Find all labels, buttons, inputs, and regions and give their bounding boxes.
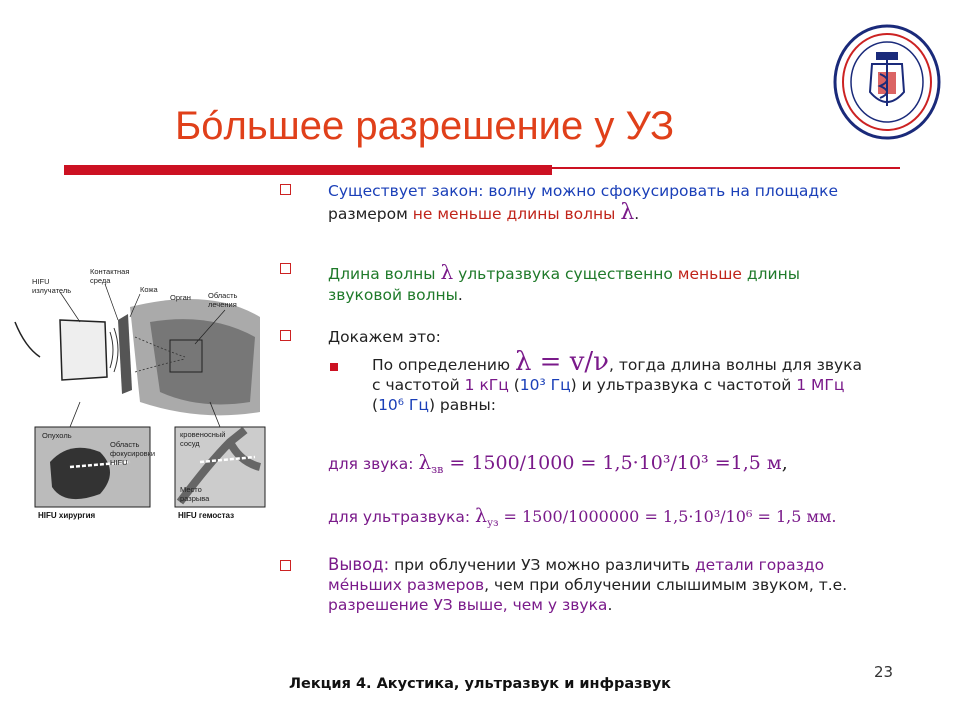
label-rupture-2: разрыва: [180, 494, 210, 503]
caption-hifu-hemostasis: HIFU гемостаз: [178, 511, 234, 520]
bullet-law: Существует закон: волну можно сфокусиров…: [328, 182, 839, 225]
bullet-marker: [280, 330, 291, 341]
bullet-wavelength: Длина волны λ ультразвука существенно ме…: [328, 260, 800, 305]
label-area: Область: [208, 291, 238, 300]
lecture-footer: Лекция 4. Акустика, ультразвук и инфразв…: [288, 676, 672, 692]
label-tumor: Опухоль: [42, 431, 72, 440]
equation-sound: для звука: λзв = 1500/1000 = 1,5·10³/10³…: [328, 450, 788, 477]
bullet-marker: [280, 560, 291, 571]
sub-bullet-marker: [330, 363, 338, 371]
bullet-marker: [280, 263, 291, 274]
label-hifu-emitter-2: излучатель: [32, 286, 71, 295]
label-organ: Орган: [170, 293, 191, 302]
bullet-conclusion: Вывод: при облучении УЗ можно различить …: [328, 555, 848, 614]
label-vessel: кровеносный: [180, 430, 225, 439]
sub-bullet-definition: По определению λ = v/ν, тогда длина волн…: [372, 347, 863, 414]
caption-hifu-surgery: HIFU хирургия: [38, 511, 96, 520]
label-hifu-emitter: HIFU: [32, 277, 50, 286]
university-seal-logo: [833, 24, 941, 140]
bullet-prove: Докажем это:: [328, 328, 441, 346]
label-rupture: Место: [180, 485, 202, 494]
label-area-2: лечения: [208, 300, 237, 309]
equation-ultrasound: для ультразвука: λуз = 1500/1000000 = 1,…: [328, 505, 837, 530]
page-number: 23: [874, 663, 894, 681]
title-underline-bar: [64, 165, 552, 175]
label-skin: Кожа: [140, 285, 158, 294]
label-focus: Область: [110, 440, 140, 449]
label-contact: Контактная: [90, 267, 129, 276]
label-vessel-2: сосуд: [180, 439, 200, 448]
hifu-diagram-figure: HIFU излучатель Контактная среда Кожа Ор…: [10, 262, 268, 520]
label-focus-2: фокусировки: [110, 449, 155, 458]
label-focus-3: HIFU: [110, 458, 128, 467]
label-contact-2: среда: [90, 276, 111, 285]
title-underline-line: [552, 167, 900, 169]
bullet-marker: [280, 184, 291, 195]
slide-title: Бóльшее разрешение у УЗ: [175, 104, 675, 148]
